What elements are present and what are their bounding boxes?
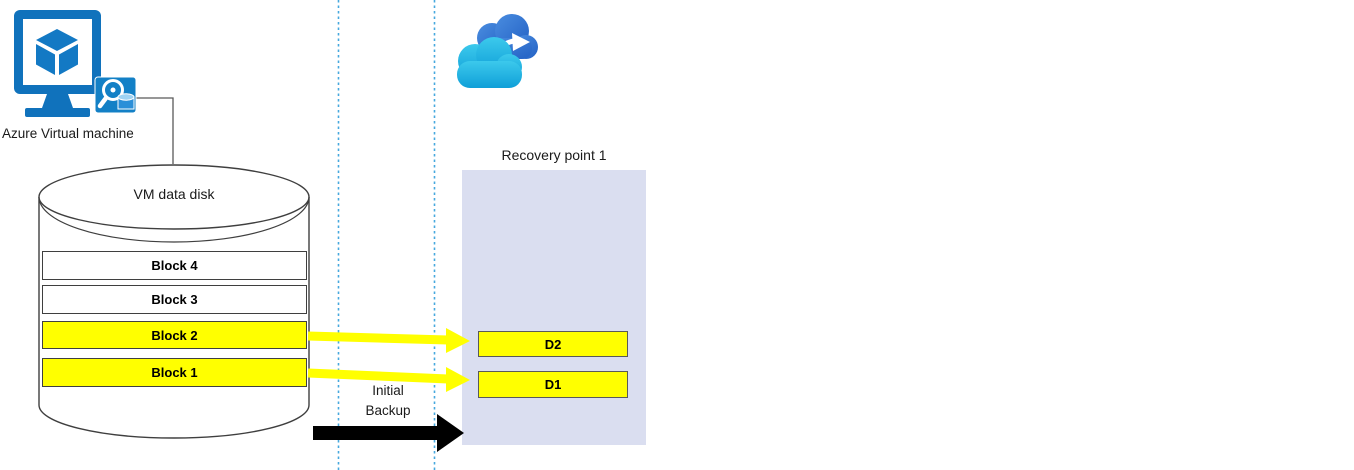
recovery-point-container [462, 170, 646, 445]
disk-block-1-label: Block 1 [151, 365, 198, 380]
recovery-chunk-d2-label: D2 [544, 336, 562, 352]
disk-block-3: Block 3 [42, 285, 307, 314]
recovery-chunk-d1-label: D1 [544, 377, 562, 392]
disk-block-2-label: Block 2 [151, 327, 198, 343]
disk-block-1: Block 1 [42, 358, 307, 387]
initial-backup-label: Initial Backup [338, 381, 438, 421]
disk-block-2: Block 2 [42, 321, 307, 349]
azure-backup-cloud-icon [457, 14, 538, 88]
vm-to-disk-connector [133, 97, 174, 164]
block2-to-d2-arrow [307, 328, 470, 353]
disk-block-4: Block 4 [42, 251, 307, 280]
azure-disk-backup-icon [94, 76, 137, 114]
initial-backup-line2: Backup [365, 403, 411, 418]
recovery-chunk-d1: D1 [478, 371, 628, 398]
recovery-chunk-d2: D2 [478, 331, 628, 357]
disk-block-4-label: Block 4 [151, 258, 198, 273]
azure-virtual-machine-icon [14, 10, 101, 117]
vm-data-disk-title: VM data disk [133, 186, 215, 202]
recovery-point-title: Recovery point 1 [501, 147, 607, 163]
initial-backup-line1: Initial [372, 383, 404, 398]
azure-vm-label: Azure Virtual machine [2, 126, 134, 141]
disk-block-3-label: Block 3 [151, 292, 198, 307]
